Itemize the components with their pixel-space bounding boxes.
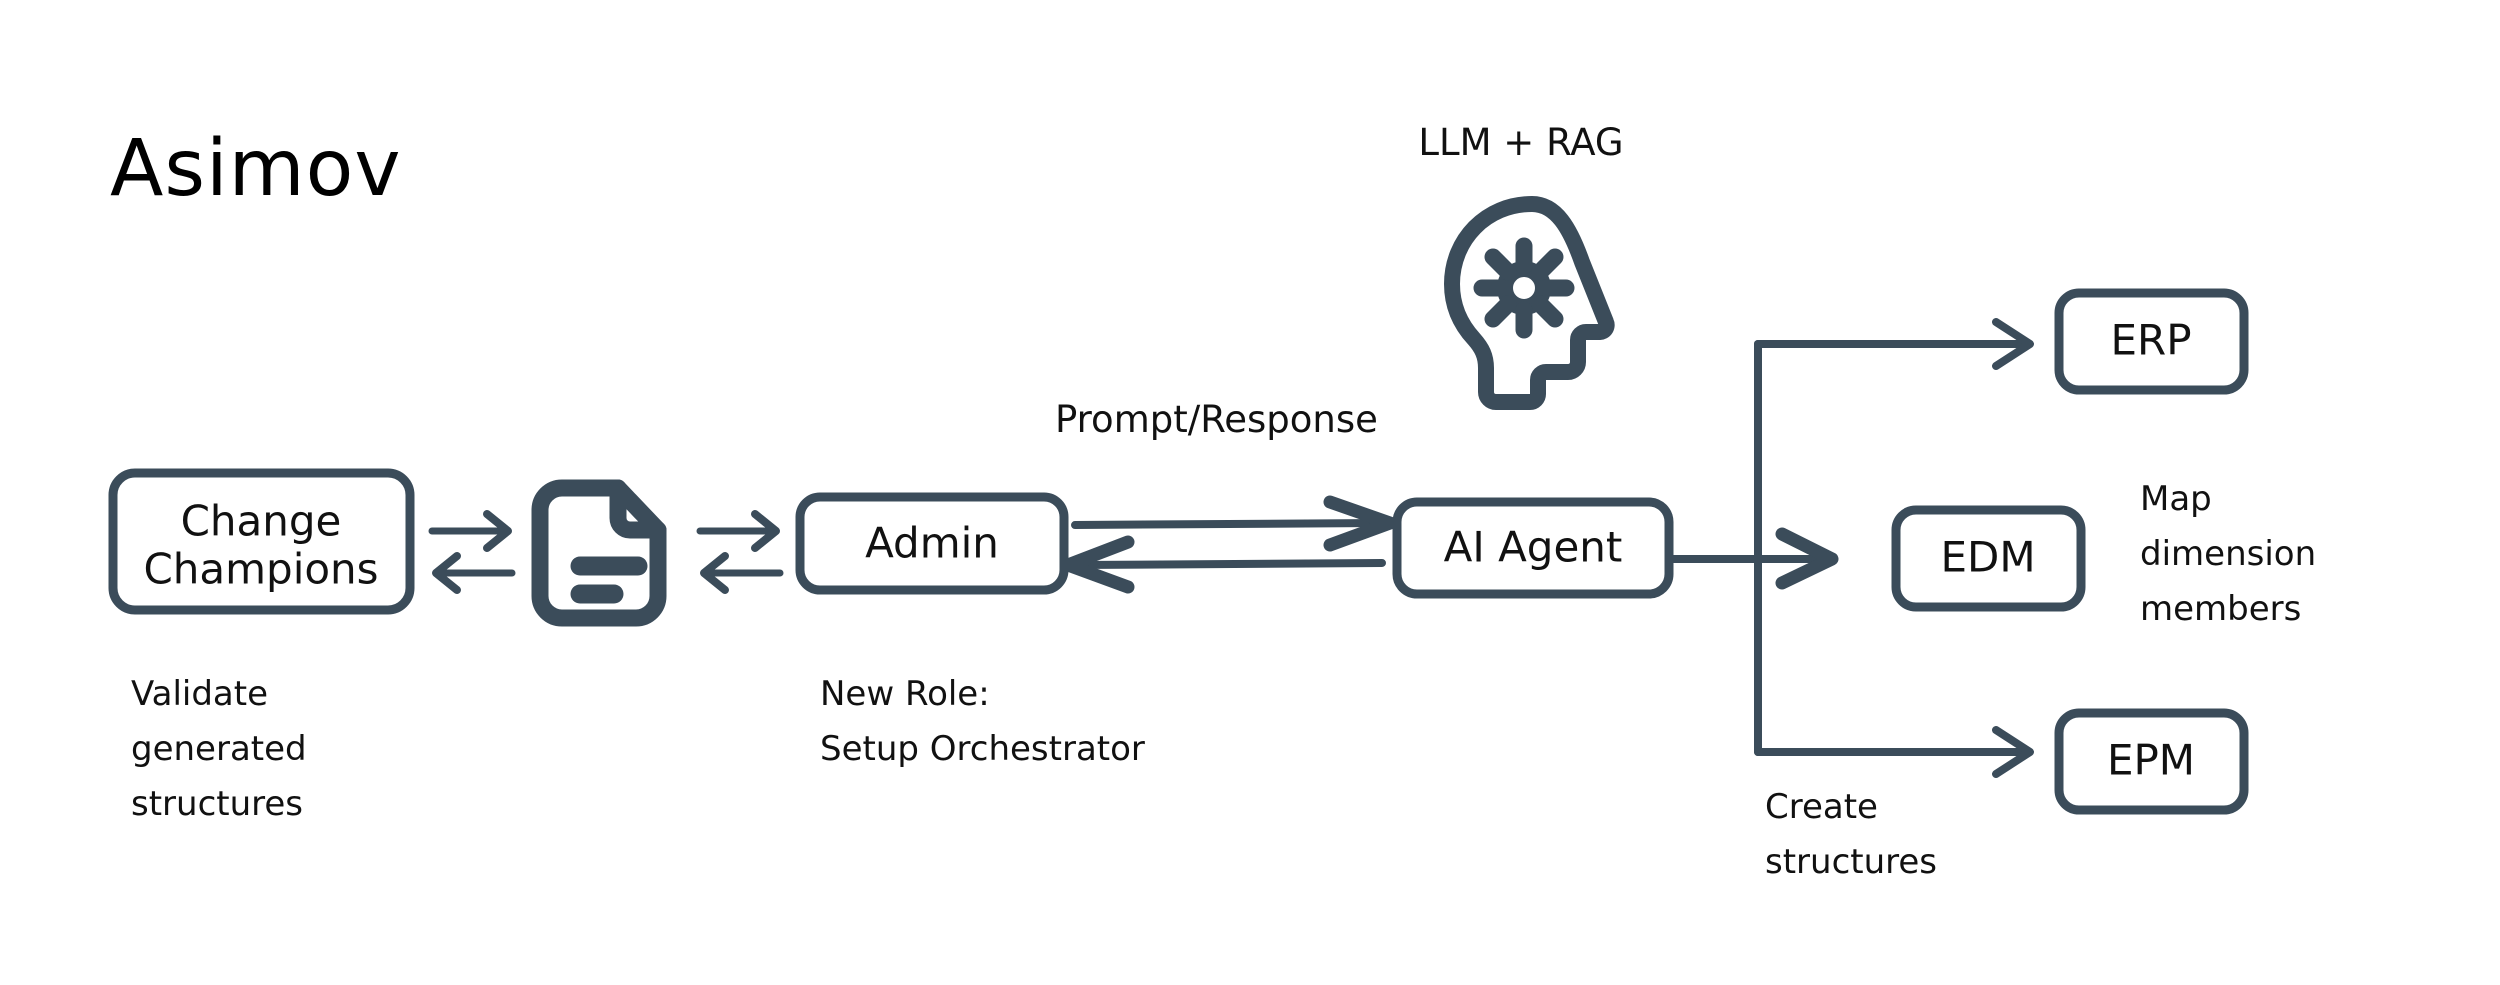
caption-validate-line1: Validate bbox=[131, 674, 268, 714]
caption-create-structures-line2: structures bbox=[1765, 842, 1937, 882]
node-epm[interactable]: EPM bbox=[2054, 708, 2249, 815]
caption-new-role-line2: Setup Orchestrator bbox=[820, 729, 1145, 769]
node-epm-label: EPM bbox=[2107, 736, 2195, 785]
node-change-champions-line2: Champions bbox=[143, 545, 378, 594]
caption-validate-line2: generated bbox=[131, 729, 307, 769]
branch-to-epm bbox=[1754, 726, 2034, 778]
node-admin-label: Admin bbox=[865, 519, 999, 568]
prompt-response-label: Prompt/Response bbox=[1055, 398, 1378, 441]
caption-map-dimension-line1: Map bbox=[2140, 479, 2212, 519]
connector-agent-to-branch bbox=[1668, 527, 1839, 590]
exchange-arrows-icon-right bbox=[696, 510, 784, 594]
arrow-admin-to-agent bbox=[1071, 495, 1397, 552]
page-title: Asimov bbox=[110, 124, 402, 214]
node-erp[interactable]: ERP bbox=[2054, 288, 2249, 395]
node-ai-agent-label: AI Agent bbox=[1444, 523, 1623, 572]
node-ai-agent[interactable]: AI Agent bbox=[1392, 497, 1674, 599]
node-edm[interactable]: EDM bbox=[1891, 505, 2086, 612]
caption-map-dimension-line2: dimension bbox=[2140, 534, 2316, 574]
document-icon bbox=[531, 479, 667, 627]
node-admin[interactable]: Admin bbox=[795, 492, 1069, 595]
branch-to-erp bbox=[1754, 318, 2034, 370]
caption-new-role: New Role: Setup Orchestrator bbox=[820, 674, 1145, 769]
node-change-champions[interactable]: Change Champions bbox=[108, 468, 415, 615]
caption-validate-line3: structures bbox=[131, 784, 303, 824]
llm-rag-label: LLM + RAG bbox=[1418, 121, 1623, 164]
caption-map-dimension-line3: members bbox=[2140, 589, 2301, 629]
caption-validate: Validate generated structures bbox=[131, 674, 307, 824]
brain-gear-icon bbox=[1444, 196, 1615, 410]
exchange-arrows-icon-left bbox=[428, 510, 516, 594]
node-edm-label: EDM bbox=[1940, 533, 2035, 582]
caption-create-structures-line1: Create bbox=[1765, 787, 1878, 827]
node-erp-label: ERP bbox=[2110, 316, 2191, 365]
caption-create-structures: Create structures bbox=[1765, 787, 1937, 882]
node-change-champions-line1: Change bbox=[181, 497, 342, 546]
caption-map-dimension: Map dimension members bbox=[2140, 479, 2316, 629]
caption-new-role-line1: New Role: bbox=[820, 674, 990, 714]
